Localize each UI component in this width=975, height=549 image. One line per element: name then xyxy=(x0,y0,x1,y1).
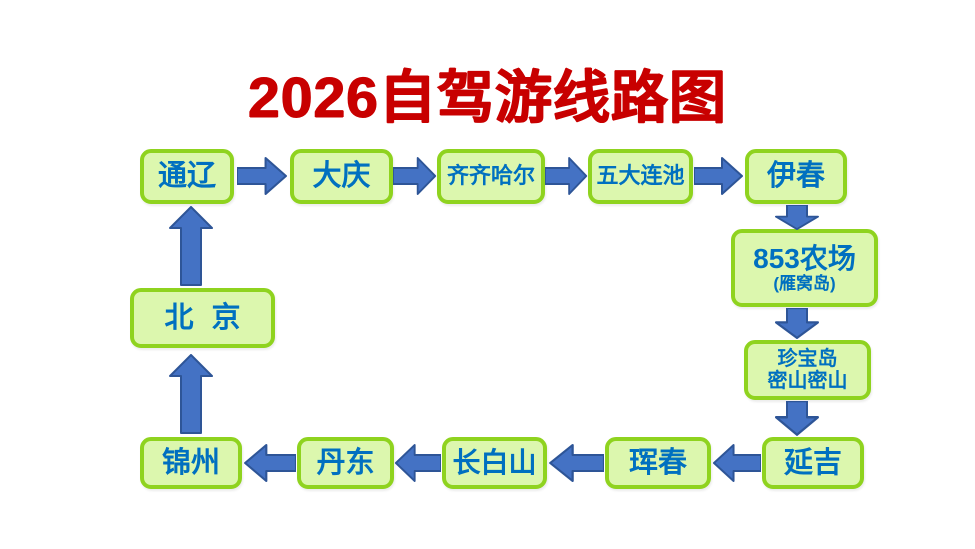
node-hunchun: 珲春 xyxy=(605,437,711,489)
node-farm-853-sublabel: (雁窝岛) xyxy=(773,274,836,294)
arrow-yichun-farm853 xyxy=(775,205,819,230)
arrow-jinzhou-beijing xyxy=(169,354,213,434)
node-mishan-label: 密山密山 xyxy=(767,370,848,392)
node-tongliao-label: 通辽 xyxy=(157,160,216,193)
arrow-zhenbaodao-yanji xyxy=(775,401,819,436)
node-tongliao: 通辽 xyxy=(140,149,234,204)
arrow-qiqihaer-wudalianchi xyxy=(545,156,588,196)
node-dandong-label: 丹东 xyxy=(316,446,375,479)
node-yanji-label: 延吉 xyxy=(783,446,842,479)
node-jinzhou: 锦州 xyxy=(140,437,242,489)
arrow-daqing-qiqihaer xyxy=(393,156,437,196)
arrow-yanji-hunchun xyxy=(712,443,761,483)
node-jinzhou-label: 锦州 xyxy=(161,446,220,479)
node-changbaishan: 长白山 xyxy=(442,437,547,489)
node-wudalianchi-label: 五大连池 xyxy=(596,163,685,189)
node-dandong: 丹东 xyxy=(297,437,394,489)
arrow-tongliao-daqing xyxy=(237,156,288,196)
arrow-hunchun-changbaishan xyxy=(548,443,604,483)
arrow-wudalianchi-yichun xyxy=(694,156,744,196)
arrow-dandong-jinzhou xyxy=(243,443,296,483)
arrow-beijing-tongliao xyxy=(169,206,213,286)
node-changbaishan-label: 长白山 xyxy=(452,447,537,479)
node-farm-853: 853农场 (雁窝岛) xyxy=(731,229,878,307)
node-beijing: 北 京 xyxy=(130,288,275,348)
arrow-changbaishan-dandong xyxy=(394,443,441,483)
node-qiqihaer-label: 齐齐哈尔 xyxy=(446,163,535,189)
node-wudalianchi: 五大连池 xyxy=(588,149,693,204)
node-beijing-label: 北 京 xyxy=(164,301,241,334)
node-yichun: 伊春 xyxy=(745,149,847,204)
node-zhenbaodao-mishan: 珍宝岛 密山密山 xyxy=(744,340,871,400)
node-daqing: 大庆 xyxy=(290,149,393,204)
arrow-farm853-zhenbaodao xyxy=(775,308,819,339)
node-yanji: 延吉 xyxy=(762,437,864,489)
node-hunchun-label: 珲春 xyxy=(628,446,687,479)
node-zhenbaodao-label: 珍宝岛 xyxy=(777,347,838,370)
page-title: 2026自驾游线路图 xyxy=(248,66,727,130)
node-yichun-label: 伊春 xyxy=(766,160,825,193)
node-daqing-label: 大庆 xyxy=(312,160,371,193)
node-farm-853-label: 853农场 xyxy=(753,242,856,274)
node-qiqihaer: 齐齐哈尔 xyxy=(437,149,545,204)
